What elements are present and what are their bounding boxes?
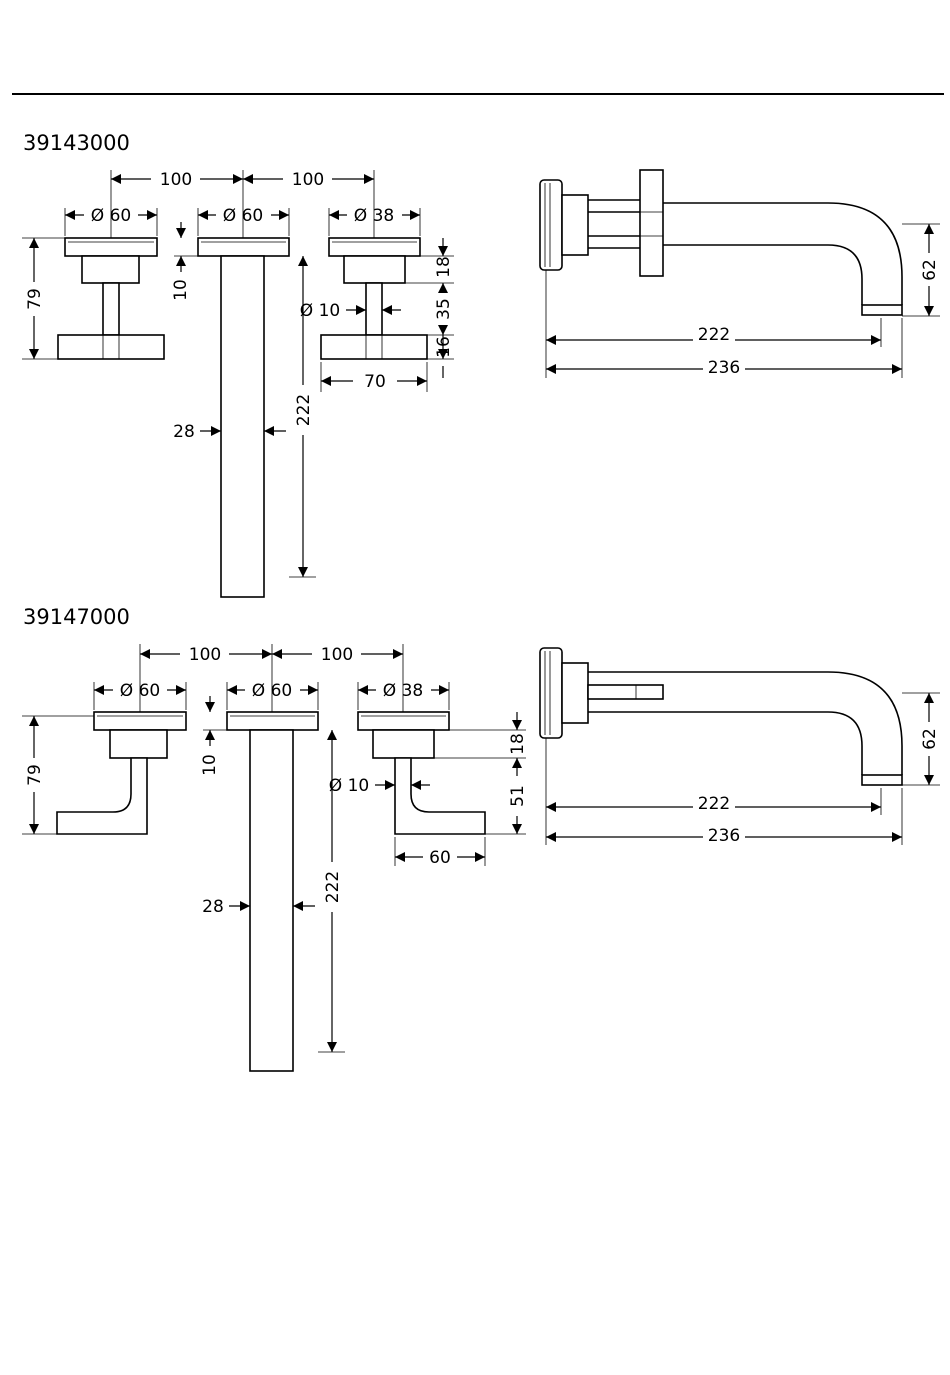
dimension-value: Ø 60 <box>91 206 131 226</box>
dim-spindle-length: 35 <box>434 283 454 335</box>
dimension-value: 100 <box>160 170 192 190</box>
dimension-value: 51 <box>508 785 528 807</box>
dim-center-diameter: Ø 60 <box>227 681 318 701</box>
dimension-value: 79 <box>25 288 45 310</box>
section-39143000: 39143000 <box>22 131 940 597</box>
dim-left-diameter: Ø 60 <box>65 206 157 226</box>
dim-spindle-diameter: Ø 10 <box>300 301 401 321</box>
flange-collar <box>562 663 588 723</box>
dim-projection: 222 <box>546 325 881 345</box>
dimension-value: Ø 38 <box>383 681 423 701</box>
dim-handle-thickness: 16 <box>434 335 454 378</box>
dimension-value: 18 <box>508 733 528 755</box>
dim-spacing-right: 100 <box>272 645 403 665</box>
dimension-value: 222 <box>698 325 730 345</box>
dim-right-diameter: Ø 38 <box>329 206 420 226</box>
dimension-value: 28 <box>202 897 224 917</box>
dim-right-diameter: Ø 38 <box>358 681 449 701</box>
dimension-value: 236 <box>708 826 740 846</box>
dimension-value: 16 <box>434 336 454 358</box>
dim-spout-height: 62 <box>920 224 940 316</box>
spout-side <box>663 203 902 305</box>
dimension-value: 10 <box>200 754 220 776</box>
dim-handle-length: 70 <box>321 372 427 392</box>
dimension-value: 222 <box>698 794 730 814</box>
center-spout <box>227 712 318 1071</box>
center-spout <box>198 238 289 597</box>
right-cross-handle <box>321 238 427 359</box>
flange-collar <box>562 195 588 255</box>
dim-total-depth: 236 <box>546 826 902 846</box>
wall-flange <box>540 180 562 270</box>
dim-lever-height: 51 <box>508 758 528 834</box>
dimension-value: Ø 38 <box>354 206 394 226</box>
model-number: 39147000 <box>23 605 130 629</box>
section-39147000: 39147000 <box>22 605 940 1071</box>
dimension-value: 62 <box>920 259 940 281</box>
dimension-value: 100 <box>321 645 353 665</box>
dim-spacing-right: 100 <box>243 170 374 190</box>
dimension-value: Ø 60 <box>223 206 263 226</box>
handle-side <box>640 170 663 276</box>
dimension-value: 10 <box>171 279 191 301</box>
dimension-value: 222 <box>294 394 314 426</box>
dimension-value: 18 <box>434 256 454 278</box>
dim-total-depth: 236 <box>546 358 902 378</box>
side-view: 62 222 236 <box>540 648 940 846</box>
dim-plate-thickness: 10 <box>171 222 198 301</box>
dimension-value: 60 <box>429 848 451 868</box>
dim-spacing-left: 100 <box>140 645 272 665</box>
dim-center-diameter: Ø 60 <box>198 206 289 226</box>
dimension-value: 79 <box>25 764 45 786</box>
dim-projection: 222 <box>546 794 881 814</box>
side-view: 62 222 236 <box>540 170 940 378</box>
left-lever-handle <box>57 712 186 834</box>
dim-lever-length: 60 <box>395 848 485 868</box>
dim-spacing-left: 100 <box>111 170 243 190</box>
model-number: 39143000 <box>23 131 130 155</box>
dim-spindle-diameter: Ø 10 <box>329 776 430 796</box>
front-view: 100 100 Ø 60 Ø 60 Ø 38 <box>22 170 454 597</box>
dim-spout-height: 62 <box>920 693 940 785</box>
wall-flange <box>540 648 562 738</box>
dimension-value: 62 <box>920 728 940 750</box>
dimension-value: Ø 60 <box>252 681 292 701</box>
dim-rosette-height: 18 <box>434 238 454 278</box>
dimension-value: Ø 60 <box>120 681 160 701</box>
dimension-value: 222 <box>323 871 343 903</box>
dim-height: 79 <box>25 716 45 834</box>
dimension-value: Ø 10 <box>329 776 369 796</box>
dimension-value: 100 <box>292 170 324 190</box>
dimension-value: 28 <box>173 422 195 442</box>
left-cross-handle <box>58 238 164 359</box>
front-view: 100 100 Ø 60 Ø 60 Ø 38 <box>22 644 528 1071</box>
aerator <box>862 775 902 785</box>
dimension-value: 100 <box>189 645 221 665</box>
dimension-value: 35 <box>434 298 454 320</box>
dim-plate-thickness: 10 <box>200 696 227 776</box>
dim-left-diameter: Ø 60 <box>94 681 186 701</box>
dimension-value: 236 <box>708 358 740 378</box>
dim-rosette-height: 18 <box>508 712 528 755</box>
aerator <box>862 305 902 315</box>
handle-side <box>588 685 663 699</box>
dim-height: 79 <box>25 238 45 359</box>
dimension-value: Ø 10 <box>300 301 340 321</box>
dimension-value: 70 <box>364 372 386 392</box>
mounting-body <box>588 200 640 248</box>
